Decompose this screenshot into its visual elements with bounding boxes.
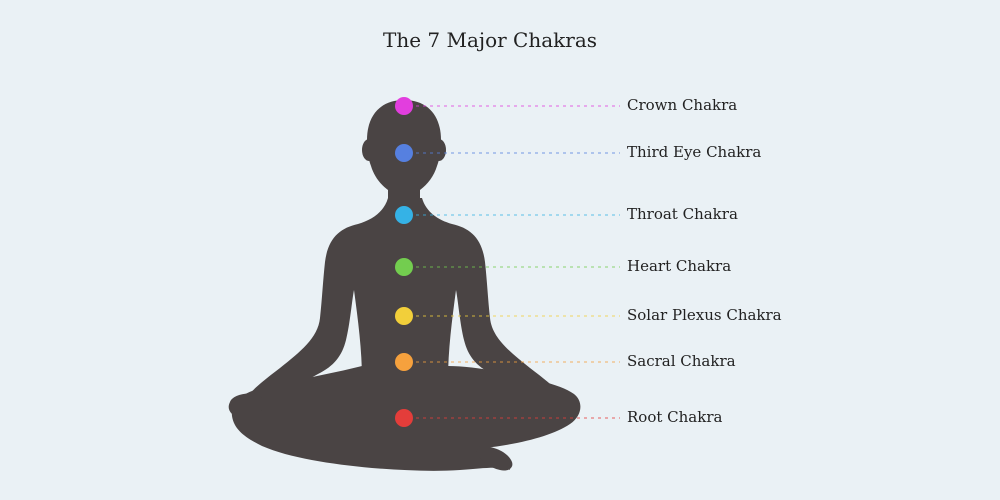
right-ear	[432, 139, 446, 161]
root-chakra-label: Root Chakra	[627, 408, 723, 426]
sacral-chakra-label: Sacral Chakra	[627, 352, 736, 370]
crown-chakra-dot	[395, 97, 413, 115]
solar-plexus-chakra-dot	[395, 307, 413, 325]
throat-chakra-label: Throat Chakra	[627, 205, 738, 223]
throat-chakra-dot	[395, 206, 413, 224]
solar-plexus-chakra-label: Solar Plexus Chakra	[627, 306, 782, 324]
torso-and-arms	[246, 198, 564, 408]
heart-chakra-label: Heart Chakra	[627, 257, 732, 275]
chakra-points	[395, 97, 413, 427]
heart-chakra-dot	[395, 258, 413, 276]
right-hand	[536, 393, 572, 418]
third-eye-chakra-label: Third Eye Chakra	[627, 143, 762, 161]
diagram-title: The 7 Major Chakras	[383, 28, 598, 52]
left-hand	[228, 393, 264, 418]
third-eye-chakra-dot	[395, 144, 413, 162]
crown-chakra-label: Crown Chakra	[627, 96, 738, 114]
chakra-leader-lines	[416, 105, 620, 419]
sacral-chakra-dot	[395, 353, 413, 371]
left-foot	[476, 446, 513, 471]
left-ear	[362, 139, 376, 161]
root-chakra-dot	[395, 409, 413, 427]
